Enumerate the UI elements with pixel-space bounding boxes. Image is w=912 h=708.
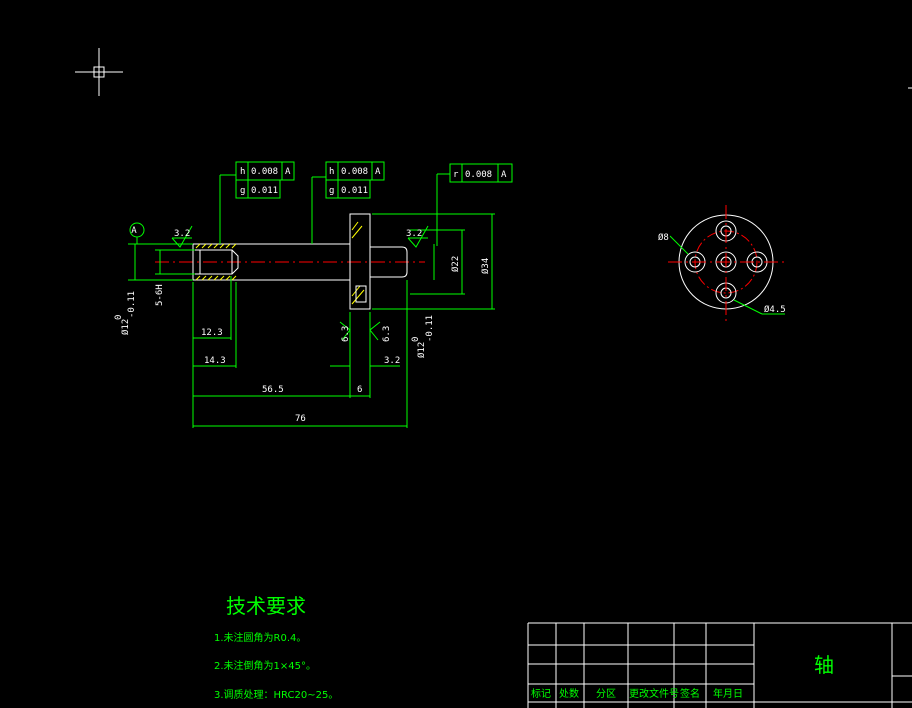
svg-text:Ø12: Ø12 bbox=[120, 319, 131, 335]
svg-text:A: A bbox=[375, 167, 381, 177]
svg-text:处数: 处数 bbox=[559, 687, 579, 700]
svg-text:3.2: 3.2 bbox=[384, 356, 400, 366]
section-hatch-left bbox=[195, 243, 237, 281]
svg-text:g: g bbox=[240, 186, 245, 196]
svg-text:6: 6 bbox=[357, 385, 362, 395]
fcf-right: r 0.008 A bbox=[449, 163, 513, 183]
svg-text:5-6H: 5-6H bbox=[155, 284, 165, 306]
part-name: 轴 bbox=[814, 653, 834, 677]
svg-text:h: h bbox=[329, 167, 334, 177]
svg-text:3.调质处理：HRC20~25。: 3.调质处理：HRC20~25。 bbox=[214, 689, 338, 701]
svg-text:0.008: 0.008 bbox=[341, 167, 368, 177]
svg-text:0.011: 0.011 bbox=[341, 186, 368, 196]
svg-text:2.未注倒角为1×45°。: 2.未注倒角为1×45°。 bbox=[214, 659, 316, 672]
title-block[interactable]: 轴 标记 处数 分区 更改文件号 签名 年月日 bbox=[527, 622, 912, 708]
dimension-text: 12.3 14.3 56.5 6 3.2 76 3.2 3.2 A Ø22 Ø3… bbox=[114, 226, 491, 424]
svg-text:标记: 标记 bbox=[531, 688, 551, 700]
svg-text:0.008: 0.008 bbox=[251, 167, 278, 177]
svg-text:签名: 签名 bbox=[680, 687, 700, 700]
svg-text:年月日: 年月日 bbox=[713, 687, 743, 700]
svg-text:76: 76 bbox=[295, 414, 306, 424]
shaft-front-view[interactable] bbox=[155, 213, 425, 310]
svg-text:1.未注圆角为R0.4。: 1.未注圆角为R0.4。 bbox=[214, 631, 306, 644]
side-view[interactable]: Ø8 Ø4.5 bbox=[658, 205, 786, 322]
fcf-middle: h 0.008 A g 0.011 bbox=[325, 161, 385, 199]
svg-text:Ø12: Ø12 bbox=[416, 342, 427, 358]
svg-text:A: A bbox=[285, 167, 291, 177]
svg-text:3.2: 3.2 bbox=[406, 229, 422, 239]
svg-text:0.008: 0.008 bbox=[465, 170, 492, 180]
svg-text:6.3: 6.3 bbox=[341, 326, 351, 342]
flange-hole bbox=[355, 285, 367, 303]
technical-requirements: 技术要求 1.未注圆角为R0.4。 2.未注倒角为1×45°。 3.调质处理：H… bbox=[214, 594, 338, 701]
svg-text:0.011: 0.011 bbox=[251, 186, 278, 196]
svg-text:分区: 分区 bbox=[596, 688, 616, 700]
svg-text:A: A bbox=[131, 226, 137, 236]
svg-text:-0.11: -0.11 bbox=[127, 291, 137, 318]
svg-text:A: A bbox=[501, 170, 507, 180]
svg-text:h: h bbox=[240, 167, 245, 177]
thread-bore-outline bbox=[195, 249, 239, 275]
svg-text:技术要求: 技术要求 bbox=[226, 594, 306, 618]
svg-text:3.2: 3.2 bbox=[174, 229, 190, 239]
section-hatch-flange bbox=[351, 221, 365, 305]
svg-text:14.3: 14.3 bbox=[204, 356, 226, 366]
svg-text:12.3: 12.3 bbox=[201, 328, 223, 338]
svg-text:0: 0 bbox=[114, 315, 124, 320]
dimension-lines bbox=[128, 173, 495, 428]
svg-text:Ø34: Ø34 bbox=[480, 258, 491, 274]
right-stub-outline bbox=[370, 246, 408, 278]
flange-outline bbox=[349, 213, 371, 310]
svg-text:Ø22: Ø22 bbox=[450, 256, 461, 272]
svg-text:r: r bbox=[453, 170, 459, 180]
svg-text:更改文件号: 更改文件号 bbox=[629, 687, 679, 700]
fcf-left: h 0.008 A g 0.011 bbox=[235, 161, 295, 199]
svg-text:g: g bbox=[329, 186, 334, 196]
svg-text:Ø4.5: Ø4.5 bbox=[764, 304, 786, 315]
svg-text:56.5: 56.5 bbox=[262, 385, 284, 395]
crosshair-cursor bbox=[75, 48, 123, 96]
svg-text:6.3: 6.3 bbox=[382, 326, 392, 342]
svg-text:-0.11: -0.11 bbox=[425, 315, 435, 342]
svg-text:Ø8: Ø8 bbox=[658, 232, 669, 243]
svg-text:0: 0 bbox=[411, 337, 421, 342]
